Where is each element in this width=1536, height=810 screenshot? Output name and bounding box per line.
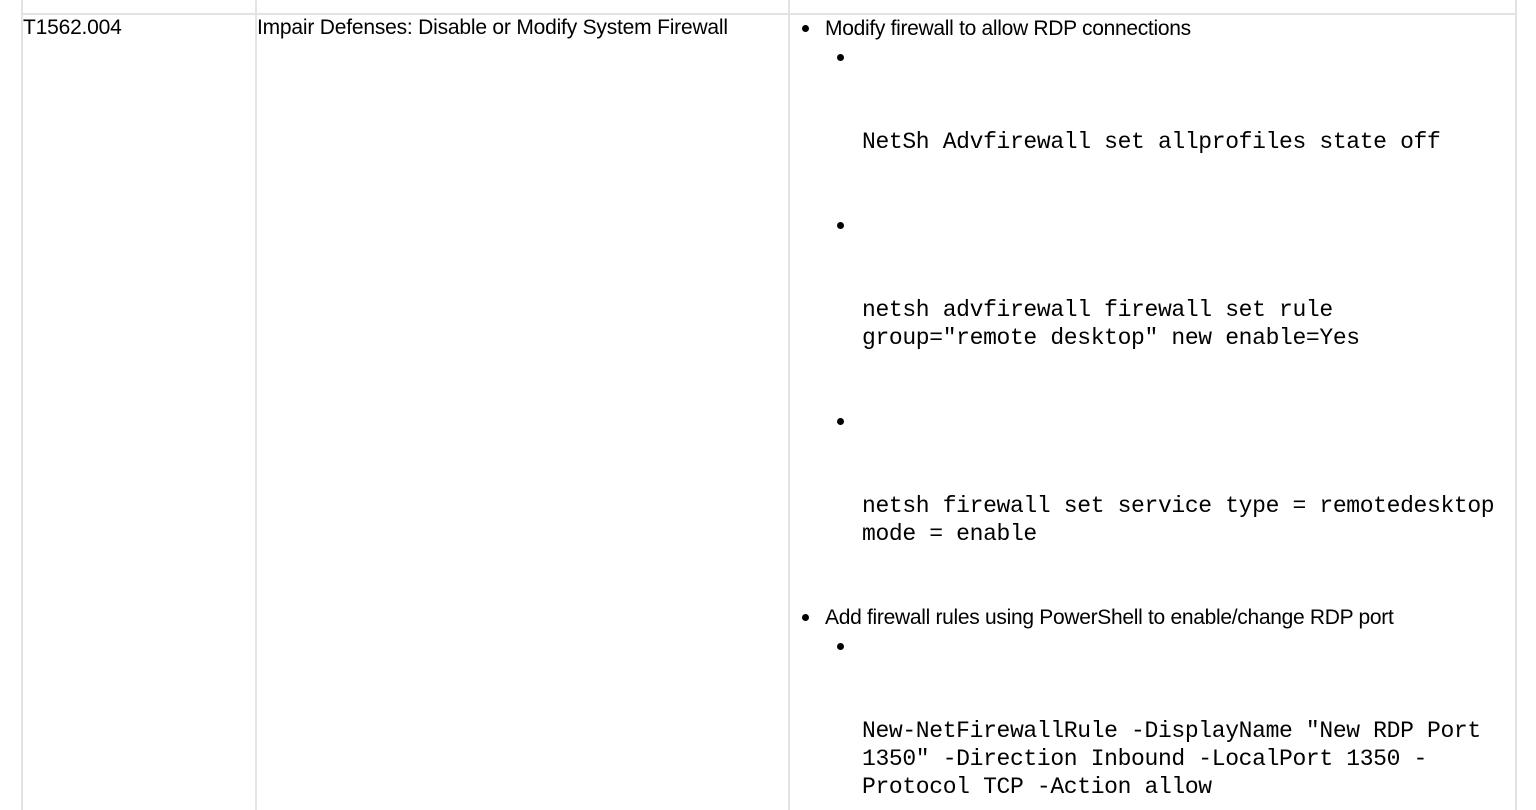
table-row-clipped-above xyxy=(21,0,1517,15)
command-list: New-NetFirewallRule -DisplayName "New RD… xyxy=(825,633,1515,810)
document-page: T1562.004 Impair Defenses: Disable or Mo… xyxy=(21,0,1517,810)
command-text: netsh advfirewall firewall set rule grou… xyxy=(862,297,1360,351)
command-group-label: Add firewall rules using PowerShell to e… xyxy=(825,606,1394,629)
command-list: NetSh Advfirewall set allprofiles state … xyxy=(825,44,1515,604)
technique-id-cell: T1562.004 xyxy=(21,13,257,810)
commands-cell: Modify firewall to allow RDP connections… xyxy=(788,13,1517,810)
technique-name-text: Impair Defenses: Disable or Modify Syste… xyxy=(257,16,728,39)
technique-name-cell: Impair Defenses: Disable or Modify Syste… xyxy=(255,13,790,810)
clipped-cell-name xyxy=(255,0,790,15)
list-item: netsh advfirewall firewall set rule grou… xyxy=(825,212,1515,408)
list-item: New-NetFirewallRule -DisplayName "New RD… xyxy=(825,633,1515,810)
command-group: Add firewall rules using PowerShell to e… xyxy=(790,604,1515,810)
clipped-cell-commands xyxy=(788,0,1517,15)
bullet-icon xyxy=(837,222,844,229)
bullet-icon xyxy=(837,643,844,650)
technique-id-text: T1562.004 xyxy=(23,16,122,39)
bullet-icon xyxy=(837,54,844,61)
command-text: NetSh Advfirewall set allprofiles state … xyxy=(862,129,1441,155)
command-text: netsh firewall set service type = remote… xyxy=(862,493,1508,547)
command-group: Modify firewall to allow RDP connections… xyxy=(790,15,1515,604)
technique-table: T1562.004 Impair Defenses: Disable or Mo… xyxy=(21,0,1517,810)
bullet-icon xyxy=(802,614,809,621)
list-item: netsh firewall set service type = remote… xyxy=(825,408,1515,604)
table-row: T1562.004 Impair Defenses: Disable or Mo… xyxy=(21,13,1517,810)
command-group-label: Modify firewall to allow RDP connections xyxy=(825,17,1191,40)
command-group-list: Modify firewall to allow RDP connections… xyxy=(790,15,1515,810)
bullet-icon xyxy=(837,418,844,425)
command-text: New-NetFirewallRule -DisplayName "New RD… xyxy=(862,718,1495,800)
clipped-cell-id xyxy=(21,0,257,15)
bullet-icon xyxy=(802,25,809,32)
list-item: NetSh Advfirewall set allprofiles state … xyxy=(825,44,1515,212)
